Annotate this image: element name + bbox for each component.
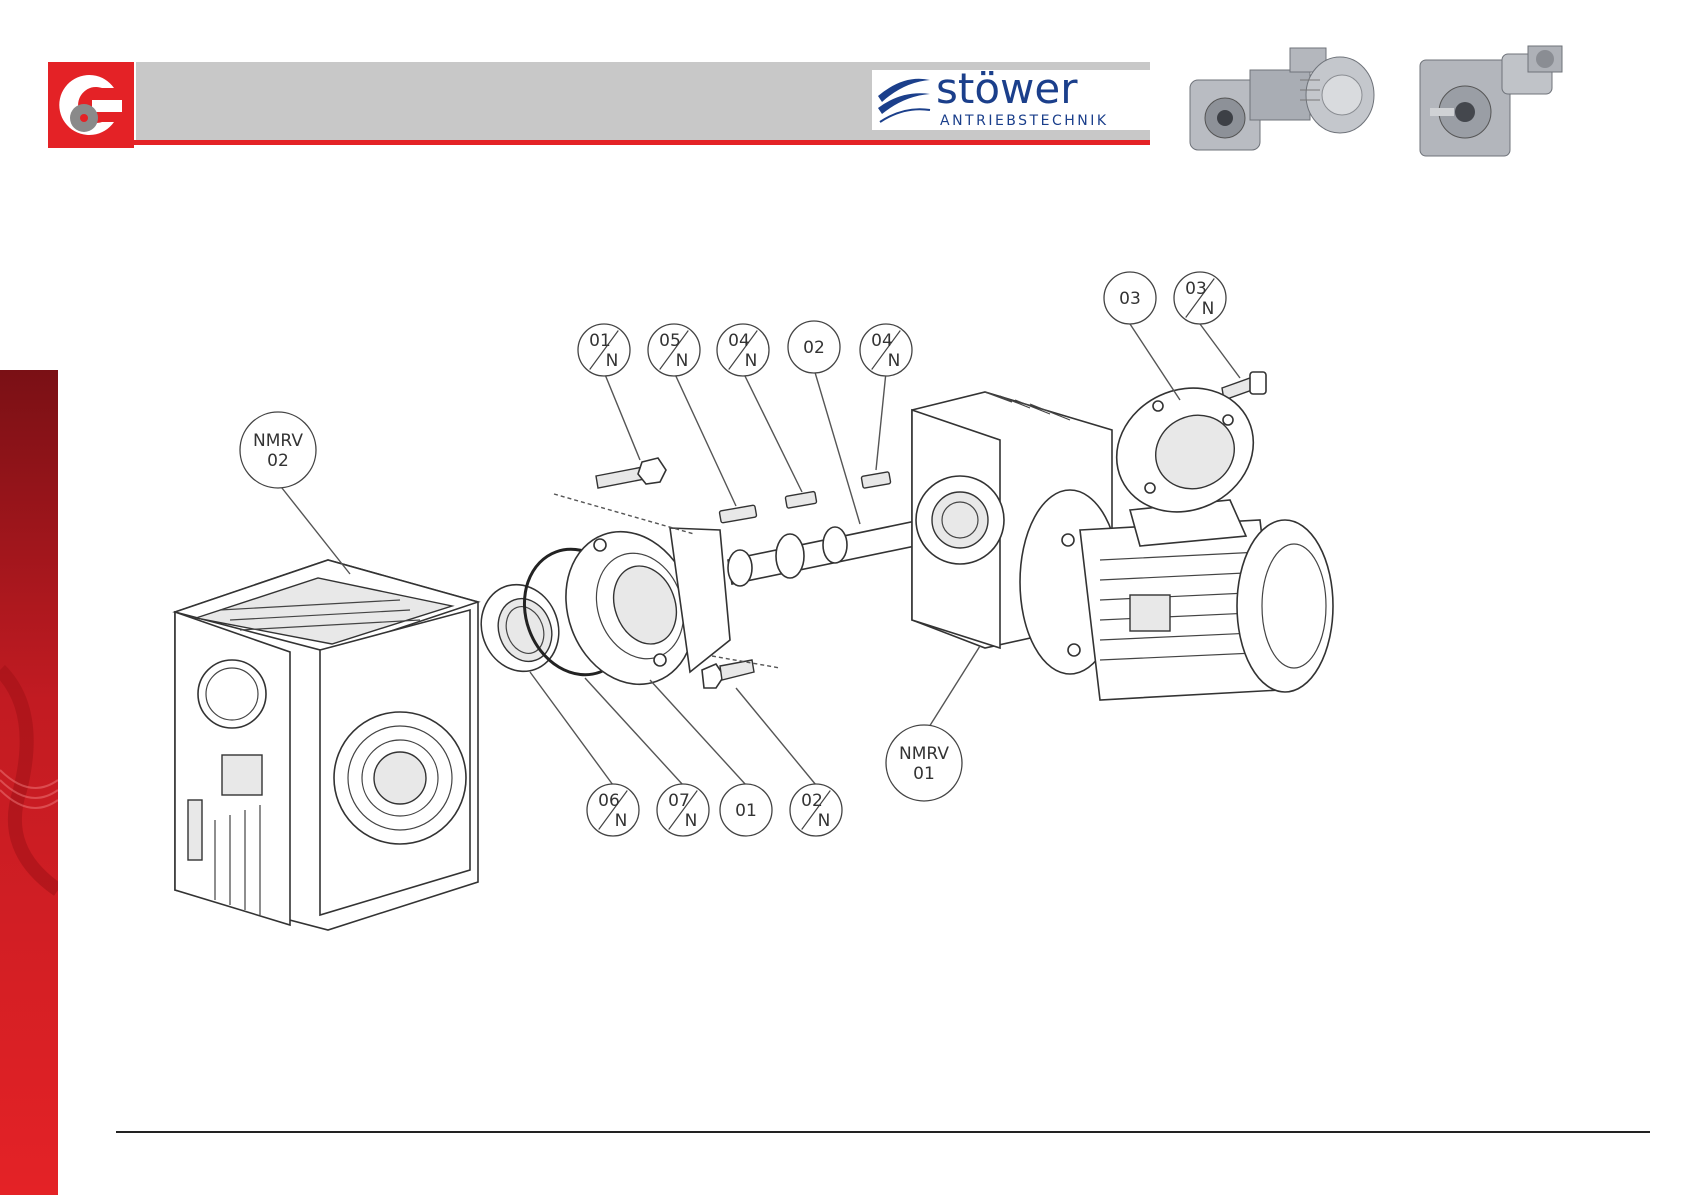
callout-01: 01 [720,784,772,836]
callout-top-label: NMRV [253,431,303,451]
callout-top-label: 01 [735,801,757,821]
screw-01n [596,458,666,488]
key-05n [719,505,757,523]
callout-top-label: 03 [1185,279,1207,299]
screw-02n [702,660,754,688]
callout-06-n: 06N [587,784,639,836]
callout-top-label: 01 [589,331,611,351]
callout-03-n: 03N [1174,272,1226,324]
callout-top-label: 03 [1119,289,1141,309]
callout-bottom-label: N [606,351,619,371]
left-gearbox-nmrv02 [175,560,478,930]
callout-bottom-label: N [676,351,689,371]
callout-02-n: 02N [790,784,842,836]
motor [1020,490,1333,700]
callout-top-label: NMRV [899,744,949,764]
key-04n-right [861,472,891,489]
callout-bottom-label: 01 [913,764,935,784]
callout-bottom-label: N [1202,299,1215,319]
callout-bottom-label: N [615,811,628,831]
callout-bottom-label: N [888,351,901,371]
callout-top-label: 04 [871,331,893,351]
callout-top-label: 05 [659,331,681,351]
callout-bottom-label: N [818,811,831,831]
callout-top-label: 07 [668,791,690,811]
callout-04-n: 04N [717,324,769,376]
callout-bottom-label: 02 [267,451,289,471]
callout-05-n: 05N [648,324,700,376]
callout-04-n: 04N [860,324,912,376]
callout-07-n: 07N [657,784,709,836]
callout-top-label: 02 [801,791,823,811]
callout-02: 02 [788,321,840,373]
callout-bottom-label: N [685,811,698,831]
callout-top-label: 04 [728,331,750,351]
callout-03: 03 [1104,272,1156,324]
callout-top-label: 06 [598,791,620,811]
callout-top-label: 02 [803,338,825,358]
key-04n-left [785,491,817,508]
callout-01-n: 01N [578,324,630,376]
screw-03n [1222,372,1266,400]
callout-bottom-label: N [745,351,758,371]
